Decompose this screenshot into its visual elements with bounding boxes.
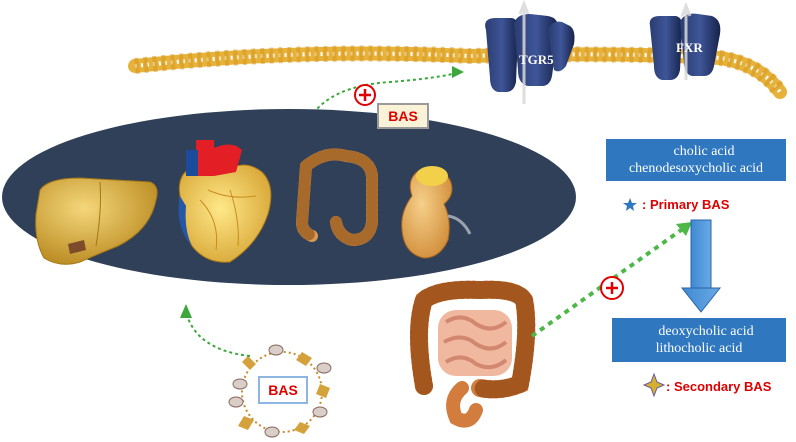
tgr5-label: TGR5	[519, 52, 554, 67]
secondary-legend-star-icon	[642, 372, 666, 398]
activation-arrow-tgr5	[309, 66, 464, 119]
blue-down-arrow	[680, 219, 722, 313]
primary-bas-box: cholic acid chenodesoxycholic acid	[606, 139, 786, 181]
tgr5-receptor	[485, 0, 575, 104]
secondary-bas-box: deoxycholic acid lithocholic acid	[612, 318, 786, 362]
large-intestine-icon	[410, 280, 536, 428]
secondary-legend: : Secondary BAS	[666, 379, 772, 394]
primary-legend: : Primary BAS	[642, 197, 730, 212]
primary-legend-star-icon	[623, 198, 637, 211]
secondary-line2: lithocholic acid	[655, 341, 743, 356]
liver-icon	[35, 177, 158, 265]
plus-icon-lower	[600, 276, 624, 300]
kidney-icon	[401, 166, 472, 259]
bile-acid-vesicle	[228, 344, 332, 438]
heart-icon	[178, 140, 272, 263]
bas-label-upper: BAS	[377, 103, 429, 129]
intestine-icon	[295, 148, 378, 247]
plus-icon-upper	[354, 84, 376, 106]
primary-line1: cholic acid	[673, 144, 735, 159]
bas-label-lower: BAS	[258, 376, 308, 404]
fxr-receptor	[649, 1, 721, 80]
recirculation-arrow	[180, 304, 251, 357]
fxr-label: FXR	[676, 40, 703, 55]
secondary-line1: deoxycholic acid	[658, 324, 754, 339]
primary-line2: chenodesoxycholic acid	[628, 161, 764, 176]
